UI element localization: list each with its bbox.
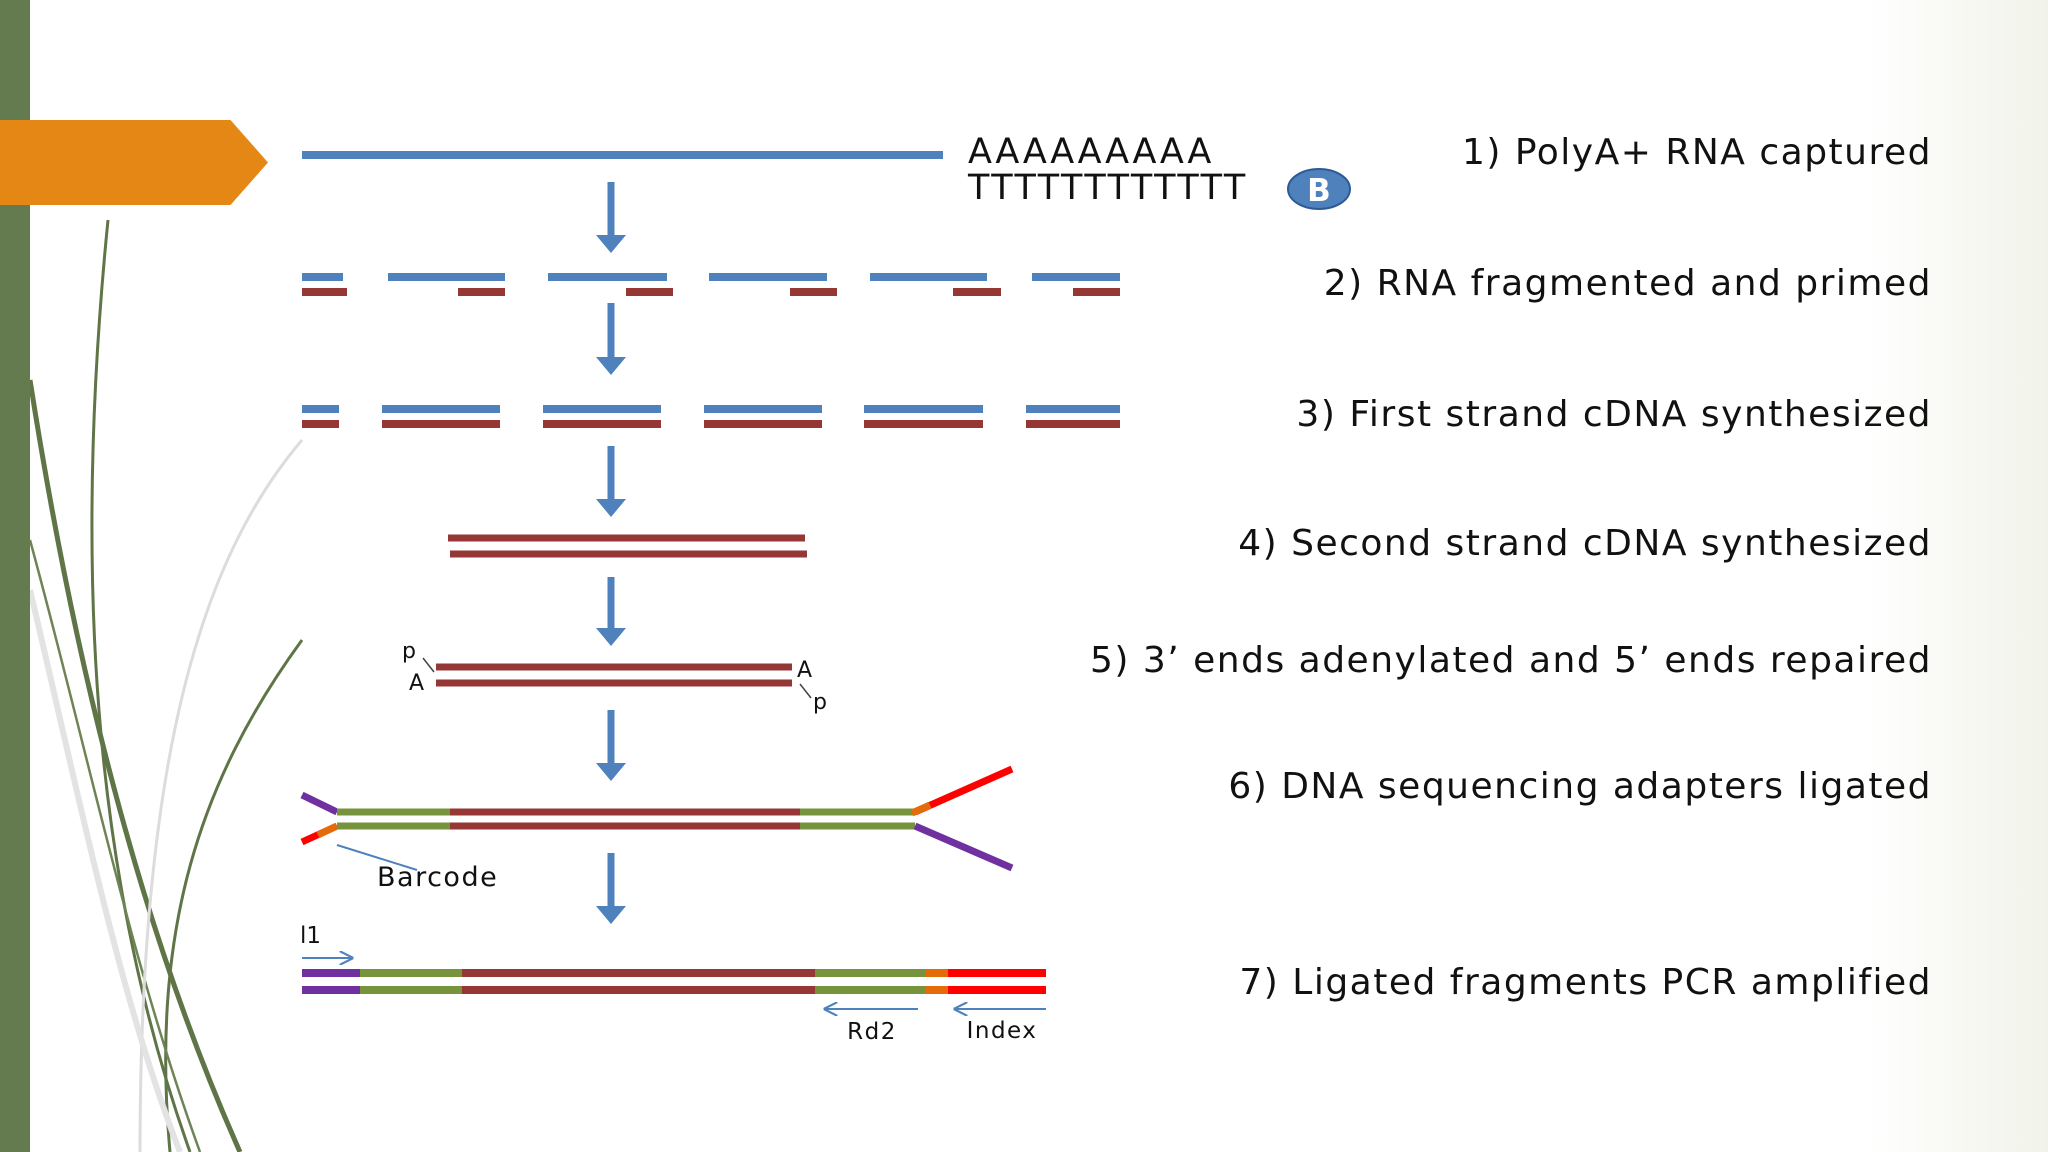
read1-primer-label: l1 [300, 923, 321, 949]
bead-label: B [1307, 173, 1331, 209]
background-gradient [1868, 0, 2048, 1152]
step-arrow-head [596, 357, 626, 375]
orange-arrow-tab [0, 120, 268, 205]
step-3-label: 3) First strand cDNA synthesized [1296, 394, 1932, 435]
step-1-label: 1) PolyA+ RNA captured [1461, 132, 1932, 173]
poly-a-tail: AAAAAAAAA [968, 132, 1214, 172]
phosphate-left-tick [422, 657, 435, 673]
step-6-label: 6) DNA sequencing adapters ligated [1228, 766, 1932, 807]
step-arrow-head [596, 763, 626, 781]
adapter-arm-left-top [300, 791, 339, 816]
step-7-label: 7) Ligated fragments PCR amplified [1239, 962, 1932, 1003]
step-arrow-head [596, 499, 626, 517]
adapter-arm-right-top [913, 765, 1014, 816]
read2-primer-label: Rd2 [847, 1019, 897, 1045]
barcode-pointer [336, 844, 418, 871]
index-primer-label: Index [967, 1018, 1038, 1044]
adenine-left-label: A [409, 671, 424, 696]
barcode-segment [316, 822, 339, 839]
phosphate-right-tick [799, 683, 812, 699]
step-arrow-head [596, 628, 626, 646]
step-arrow-head [596, 906, 626, 924]
barcode-label: Barcode [377, 862, 498, 893]
step-4-label: 4) Second strand cDNA synthesized [1238, 523, 1932, 564]
step-arrow-head [596, 235, 626, 253]
step-2-label: 2) RNA fragmented and primed [1323, 263, 1932, 304]
adenine-right-label: A [797, 658, 812, 683]
adapter-arm-right-bottom [913, 822, 1014, 872]
barcode-segment-right [910, 801, 932, 817]
phosphate-right-label: p [813, 690, 827, 715]
step-5-label: 5) 3’ ends adenylated and 5’ ends repair… [1089, 640, 1932, 681]
phosphate-left-label: p [402, 639, 416, 664]
oligo-dt-strand: TTTTTTTTTTTT [968, 168, 1248, 208]
streptavidin-bead: B [1287, 168, 1351, 210]
